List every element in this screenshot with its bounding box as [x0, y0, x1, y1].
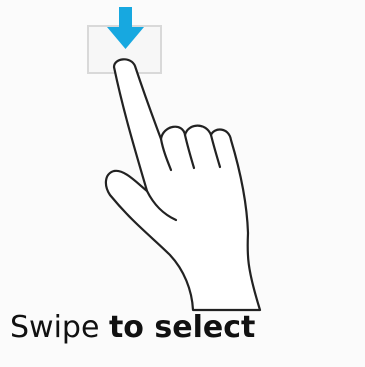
instruction-caption: Swipe to select [10, 310, 255, 345]
caption-emphasis: to select [109, 310, 255, 345]
hand-icon [106, 59, 260, 310]
caption-verb: Swipe [10, 310, 99, 345]
